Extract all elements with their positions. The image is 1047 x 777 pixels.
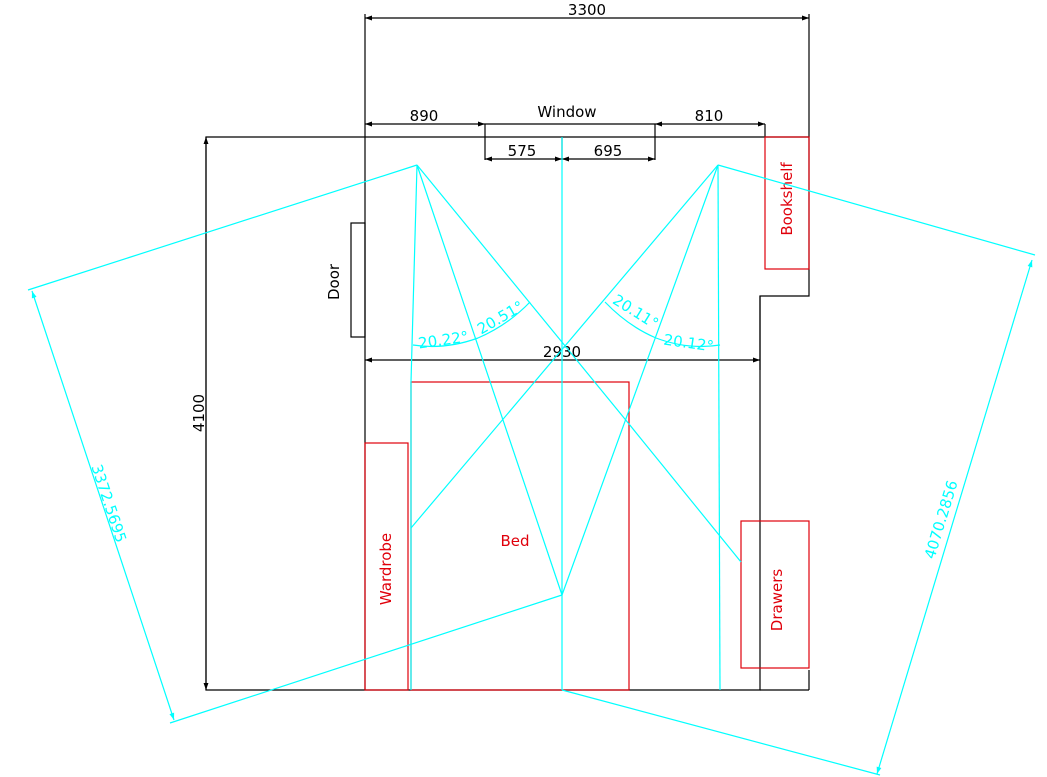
angle-arc-right-inner <box>604 301 657 339</box>
sight-lines <box>27 137 1036 776</box>
rot-dim-left-ext-top <box>27 164 418 291</box>
rot-dim-right <box>876 259 1033 775</box>
sight-line <box>410 164 418 383</box>
dim-text-room-depth: 4100 <box>190 394 208 432</box>
angle-left-outer: 20.22° <box>417 328 469 353</box>
sight-line <box>416 164 630 425</box>
dim-text-window-to-right: 810 <box>695 107 724 125</box>
dim-text-left-to-window: 890 <box>410 107 439 125</box>
angle-arc-left-inner <box>477 301 531 339</box>
drawers-label: Drawers <box>768 569 786 632</box>
door-label: Door <box>325 263 343 300</box>
rot-dim-left <box>31 290 175 721</box>
angle-arc-right-outer <box>655 337 721 348</box>
sight-line <box>561 164 719 596</box>
sight-line <box>416 164 563 596</box>
angle-left-inner: 20.51° <box>474 297 527 338</box>
sight-line <box>628 423 742 563</box>
dim-text-window: Window <box>537 103 596 121</box>
bed-label: Bed <box>500 532 529 550</box>
rot-dim-text-right: 4070.2856 <box>921 478 962 561</box>
angle-arc-left-outer <box>412 337 479 348</box>
sight-line <box>717 164 721 691</box>
bookshelf-label: Bookshelf <box>778 162 796 236</box>
bookshelf <box>764 136 810 270</box>
wardrobe-label: Wardrobe <box>377 533 395 605</box>
rot-dim-text-left: 3372.5695 <box>87 462 130 545</box>
rot-dim-right-ext-top <box>717 164 1036 256</box>
dim-text-window-right-half: 695 <box>594 142 623 160</box>
furniture <box>364 136 810 691</box>
rot-dim-left-ext-bottom <box>169 594 563 724</box>
rot-dim-right-ext-bottom <box>561 689 881 776</box>
drawers <box>740 520 810 669</box>
angle-right-inner: 20.11° <box>609 291 661 333</box>
wardrobe <box>364 442 409 691</box>
angle-right-outer: 20.12° <box>662 331 714 356</box>
sight-line <box>410 164 719 529</box>
door-symbol <box>350 222 366 338</box>
dim-text-window-left-half: 575 <box>508 142 537 160</box>
dim-text-overall-width: 3300 <box>568 1 606 19</box>
